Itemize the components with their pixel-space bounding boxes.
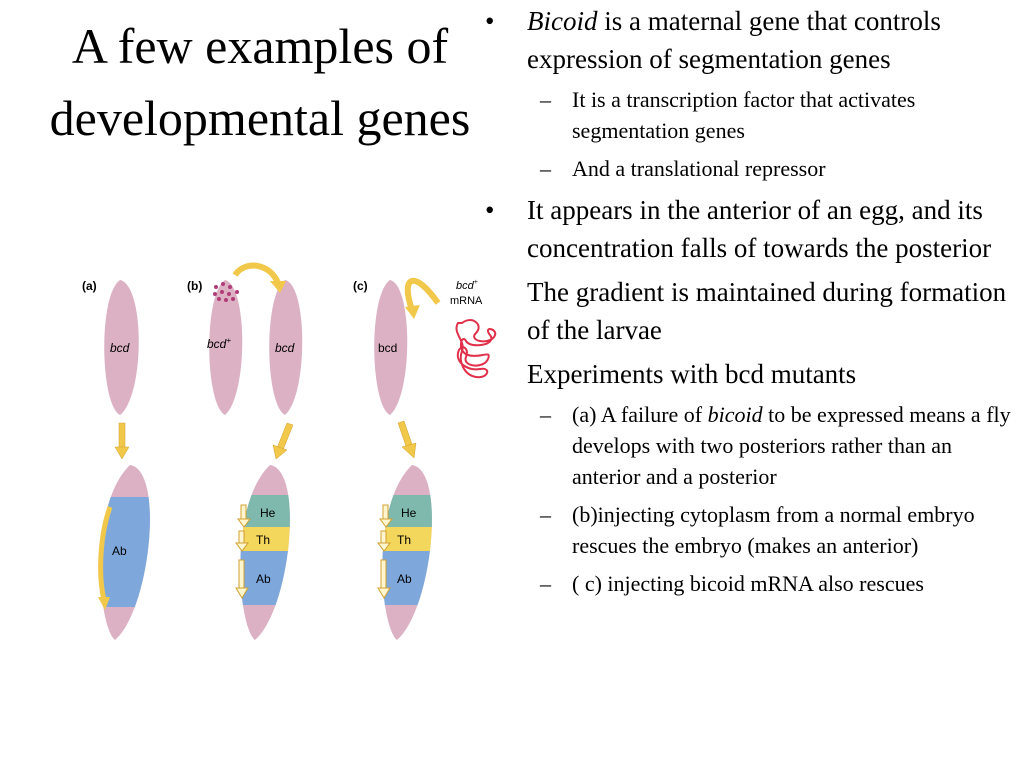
bullet-bicoid-italic: Bicoid — [527, 6, 598, 36]
transfer-arrowhead-b — [270, 281, 286, 293]
panel-a-label: (a) — [82, 279, 97, 293]
plus-superscript: + — [226, 336, 231, 345]
dash-mark: – — [540, 502, 551, 527]
slide-title: A few examples of developmental genes — [49, 18, 471, 146]
subbullet-failure: – (a) A failure of bicoid to be expresse… — [485, 399, 1020, 492]
dash-mark: – — [540, 156, 551, 181]
egg-b-recipient — [269, 280, 303, 415]
bicoid-figure: (a) (b) (c) bcd bcd+ bcd bcd bcd+ mRNA — [70, 255, 510, 655]
subbullet-translational-repressor: – And a translational repressor — [485, 153, 1020, 184]
subbullet-transcription-factor: – It is a transcription factor that acti… — [485, 84, 1020, 146]
bullet-mark: • — [485, 6, 495, 36]
embryo-b-th-label: Th — [256, 533, 270, 547]
embryo-c-th-label: Th — [397, 533, 411, 547]
dash-mark: – — [540, 571, 551, 596]
panel-b-label: (b) — [187, 279, 202, 293]
embryo-b-th-region — [240, 527, 290, 551]
bullet-text: The gradient is maintained during format… — [527, 277, 1007, 345]
egg-b-donor — [209, 280, 243, 415]
panel-c-label: (c) — [353, 279, 368, 293]
dash-mark: – — [540, 87, 551, 112]
transfer-arrow-b — [232, 262, 281, 285]
embryo-a-arrow — [98, 506, 113, 601]
down-arrows — [114, 420, 417, 460]
bullet-text: Experiments with bcd mutants — [527, 359, 857, 389]
bcd-text: bcd — [456, 280, 475, 292]
injection-arrowhead-c — [405, 305, 420, 319]
subbullet-text: ( c) injecting bicoid mRNA also rescues — [572, 571, 924, 596]
embryo-a-ab-label: Ab — [112, 544, 127, 558]
injection-arrow-c — [404, 278, 441, 311]
embryo-b-ab-label: Ab — [256, 572, 271, 586]
egg-a-label: bcd — [110, 341, 130, 355]
subbullet-text: It is a transcription factor that activa… — [572, 87, 916, 143]
bicoid-diagram: (a) (b) (c) bcd bcd+ bcd bcd bcd+ mRNA — [82, 262, 497, 640]
subbullet-cytoplasm: – (b)injecting cytoplasm from a normal e… — [485, 499, 1020, 561]
dash-mark: – — [540, 402, 551, 427]
subbullet-text: (b)injecting cytoplasm from a normal emb… — [572, 502, 975, 558]
egg-a-top — [104, 280, 139, 415]
embryo-b-he-label: He — [260, 506, 276, 520]
subbullet-text: And a translational repressor — [572, 156, 826, 181]
bullet-experiments: Experiments with bcd mutants — [485, 355, 1020, 393]
egg-b-recipient-label: bcd — [275, 341, 295, 355]
embryo-c-arrows — [377, 504, 393, 599]
mrna-label: mRNA — [450, 295, 483, 307]
bullet-text: It appears in the anterior of an egg, an… — [527, 195, 992, 263]
egg-c-label: bcd — [378, 341, 397, 355]
cytoplasm-dots — [213, 282, 239, 302]
subbullet-italic: bicoid — [707, 402, 763, 427]
bcd-text: bcd — [207, 337, 227, 351]
subbullet-text: (a) A failure of — [572, 402, 708, 427]
bcd-mrna-label: bcd+ — [456, 279, 478, 292]
plus-superscript: + — [474, 279, 478, 286]
bullet-bicoid-text: is a maternal gene that controls express… — [527, 6, 941, 74]
bullet-list: • Bicoid is a maternal gene that control… — [485, 2, 1020, 606]
bullet-gradient: The gradient is maintained during format… — [485, 273, 1020, 349]
mrna-squiggle — [455, 319, 497, 379]
subbullet-mrna: – ( c) injecting bicoid mRNA also rescue… — [485, 568, 1020, 599]
embryo-a-arrowhead — [98, 597, 110, 610]
subbullet-text: to be expressed means a fly develops wit… — [572, 402, 1011, 489]
embryo-c-he-label: He — [401, 506, 417, 520]
egg-c-top — [374, 280, 408, 415]
embryo-c-ab-label: Ab — [397, 572, 412, 586]
embryo-b-arrows — [235, 504, 251, 599]
embryo-c-th-region — [382, 527, 432, 551]
embryo-c-he-region — [382, 495, 432, 527]
bullet-bicoid: • Bicoid is a maternal gene that control… — [485, 2, 1020, 78]
bullet-anterior: • It appears in the anterior of an egg, … — [485, 191, 1020, 267]
egg-b-donor-label: bcd+ — [207, 336, 231, 351]
bullet-mark: • — [485, 195, 495, 225]
embryo-a-ab-region — [100, 497, 150, 607]
